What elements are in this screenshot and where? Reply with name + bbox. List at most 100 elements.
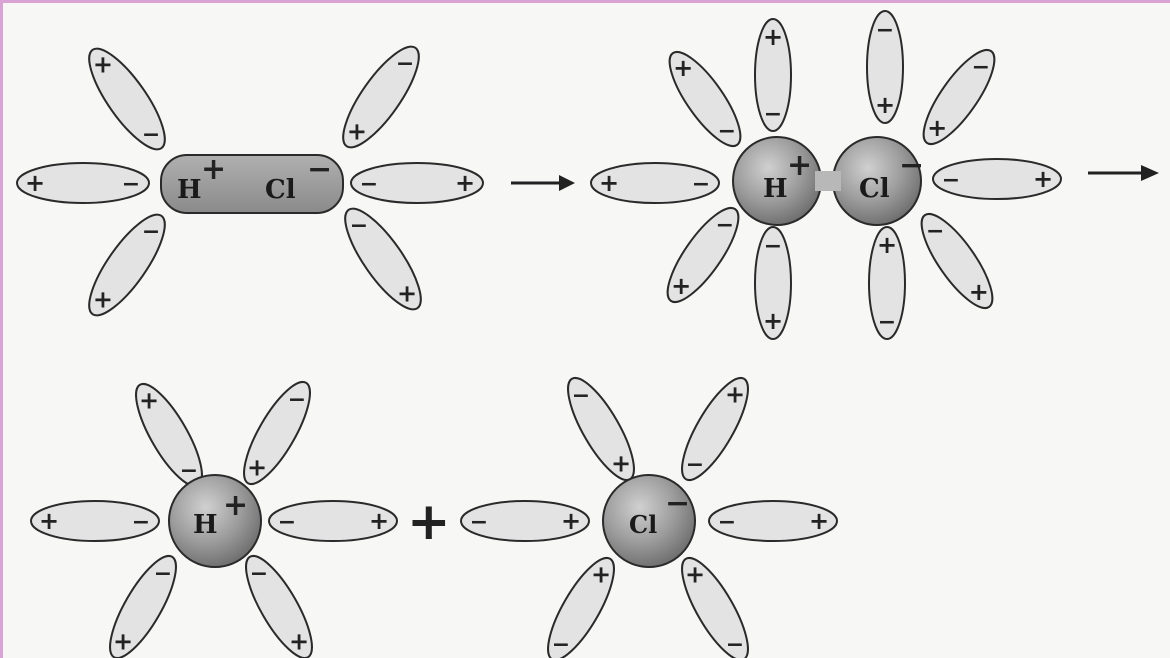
dipole-positive-end: + [455, 169, 475, 197]
hcl-dissociation-diagram: +−+−+−−++−−+ H + Cl − +−+−+−+−+−+−+−+−−+… [16, 10, 1159, 658]
dipole-negative-end: − [572, 383, 590, 408]
dipole-body [344, 207, 422, 311]
dipole-negative-end: − [876, 18, 894, 43]
dipole-body [88, 47, 166, 151]
dipole-positive-end: + [1033, 165, 1053, 193]
dipole-body [88, 213, 166, 317]
dipole-positive-end: + [93, 51, 113, 79]
dipole-body [30, 500, 160, 542]
dipole-body [920, 212, 994, 310]
dipole-positive-end: + [247, 454, 267, 482]
water-dipole: +− [668, 50, 742, 148]
dipole-positive-end: + [685, 560, 705, 588]
dipole-positive-end: + [611, 450, 631, 478]
dipole-negative-end: − [686, 453, 704, 478]
dipole-body [16, 162, 150, 204]
dipole-body [922, 48, 996, 146]
dipole-positive-end: + [927, 114, 947, 142]
dipole-negative-end: − [716, 213, 734, 238]
dipole-negative-end: − [942, 168, 960, 193]
dipole-negative-end: − [470, 510, 488, 535]
dipole-negative-end: − [360, 172, 378, 197]
dipole-negative-end: − [180, 459, 198, 484]
water-dipole: +− [109, 554, 177, 658]
dipole-negative-end: − [350, 214, 368, 239]
dipole-negative-end: − [142, 122, 160, 147]
dipole-negative-end: − [250, 561, 268, 586]
dipole-body [590, 162, 720, 204]
dipole-body [708, 500, 838, 542]
dipole-body [268, 500, 398, 542]
dipole-negative-end: − [764, 234, 782, 259]
dipole-positive-end: + [397, 279, 417, 307]
dipole-positive-end: + [561, 507, 581, 535]
dipole-negative-end: − [132, 510, 150, 535]
stage-3-hydrated-ions: +−−++−+−+−−+−+−+−+−+−++− [30, 376, 838, 658]
dipole-body [754, 18, 792, 132]
dipole-negative-end: − [726, 633, 744, 658]
water-dipole: +− [243, 380, 311, 486]
dipole-positive-end: + [725, 380, 745, 408]
dipole-negative-end: − [154, 561, 172, 586]
water-dipole: +− [868, 226, 906, 340]
dipole-negative-end: − [878, 310, 896, 335]
dipole-body [243, 380, 311, 486]
arrow-right-icon [511, 175, 575, 191]
cl-ion [602, 474, 696, 568]
hcl-molecule [160, 154, 344, 214]
dipole-positive-end: + [591, 560, 611, 588]
h-charge-1: + [201, 152, 226, 187]
dipole-negative-end: − [972, 55, 990, 80]
water-dipole: +− [342, 45, 420, 149]
dipole-negative-end: − [718, 510, 736, 535]
cl-charge-1: − [307, 152, 332, 187]
water-dipole: −+ [567, 376, 635, 482]
water-dipole: −+ [344, 207, 422, 311]
dipole-positive-end: + [139, 386, 159, 414]
dipole-negative-end: − [692, 172, 710, 197]
water-dipole: −+ [920, 212, 994, 310]
dipole-body [109, 554, 177, 658]
water-dipole: −+ [932, 158, 1062, 200]
water-dipole: −+ [460, 500, 590, 542]
water-dipole: +− [590, 162, 720, 204]
h-charge-2: + [787, 148, 812, 183]
dipole-body [681, 556, 749, 658]
dipole-body [868, 226, 906, 340]
water-dipole: −+ [268, 500, 398, 542]
dipole-positive-end: + [809, 507, 829, 535]
water-dipole: +− [754, 226, 792, 340]
h-ion-label: H [193, 510, 218, 540]
h-label-2: H [763, 174, 788, 204]
dipole-negative-end: − [142, 220, 160, 245]
dipole-negative-end: − [552, 633, 570, 658]
dipole-negative-end: − [288, 387, 306, 412]
dipole-body [547, 556, 615, 658]
cl-charge-2: − [899, 148, 924, 183]
water-dipole: −+ [547, 556, 615, 658]
dipole-negative-end: − [278, 510, 296, 535]
dipole-positive-end: + [93, 285, 113, 313]
h-label-1: H [177, 175, 202, 205]
cl-label-1: Cl [265, 175, 296, 205]
dipole-body [754, 226, 792, 340]
dipole-body [666, 206, 740, 304]
dipole-positive-end: + [347, 117, 367, 145]
dipole-body [460, 500, 590, 542]
dipole-negative-end: − [764, 102, 782, 127]
water-dipole: +− [866, 10, 904, 124]
water-dipole: +− [88, 213, 166, 317]
dipole-body [932, 158, 1062, 200]
dipole-body [866, 10, 904, 124]
dipole-body [668, 50, 742, 148]
water-dipole: −+ [350, 162, 484, 204]
h-ion [168, 474, 262, 568]
water-dipole: +− [922, 48, 996, 146]
plus-sign-icon: + [407, 492, 451, 552]
dipole-body [350, 162, 484, 204]
dipole-body [342, 45, 420, 149]
dipole-positive-end: + [39, 507, 59, 535]
dipole-positive-end: + [671, 272, 691, 300]
dipole-negative-end: − [926, 219, 944, 244]
